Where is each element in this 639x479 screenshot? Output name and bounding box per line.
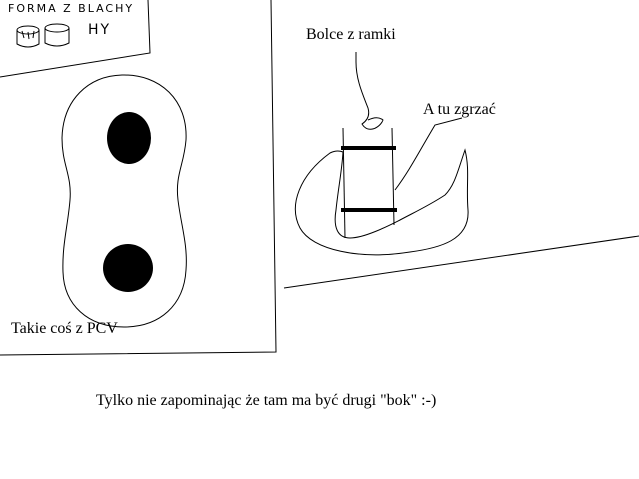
label-weld: A tu zgrzać (423, 101, 496, 118)
pcv-hole-bottom (103, 244, 153, 292)
pin-left (342, 127, 346, 239)
pcv-hole-top (107, 112, 151, 164)
pcv-piece-outline (61, 74, 187, 328)
handwritten-title: FORMA Z BLACHY (8, 2, 135, 15)
cylinders-doodle (16, 23, 70, 48)
label-pcv: Takie coś z PCV (11, 320, 118, 337)
weld-leader-line (394, 117, 463, 191)
frame-base-line (283, 235, 639, 289)
label-note: Tylko nie zapominając że tam ma być drug… (96, 392, 437, 409)
corner-frame (0, 0, 151, 78)
pcv-panel-frame (0, 0, 277, 356)
label-pins: Bolce z ramki (306, 26, 396, 43)
pins-leader-line (355, 52, 384, 130)
handwritten-subtitle: HY (88, 22, 112, 38)
weld-blob-outline (295, 148, 469, 256)
